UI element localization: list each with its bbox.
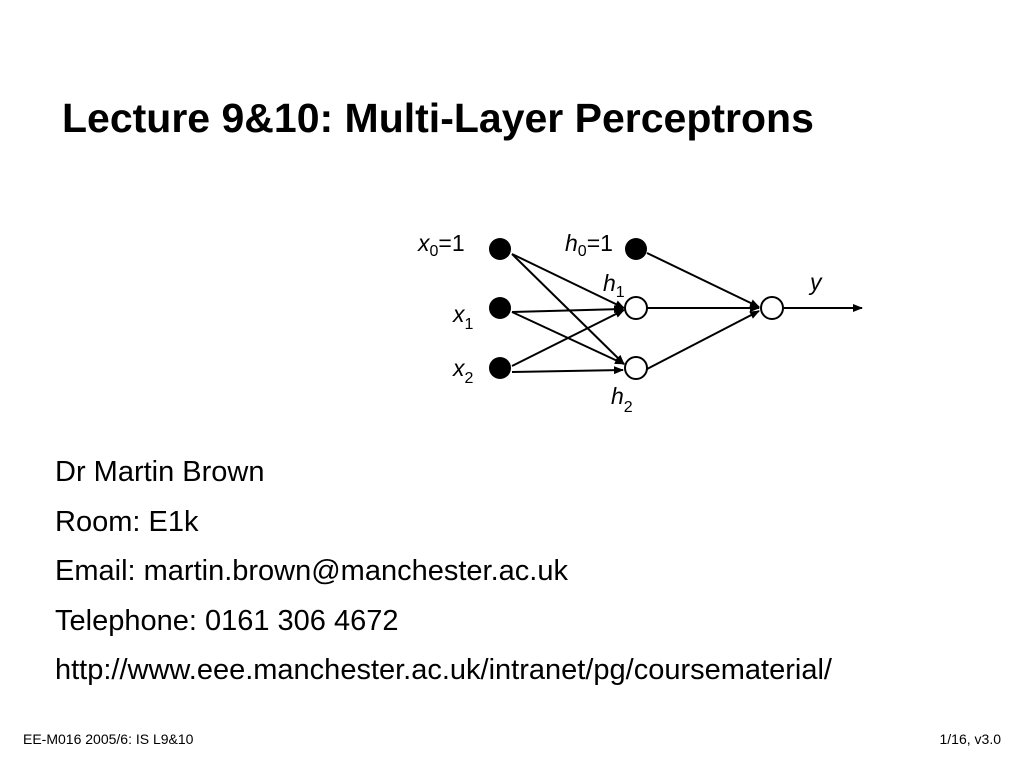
label-h1: h1 bbox=[603, 270, 625, 301]
label-y: y bbox=[808, 269, 823, 295]
label-x1: x1 bbox=[452, 301, 474, 333]
label-h0: h0=1 bbox=[565, 230, 613, 260]
neuron-h1 bbox=[624, 296, 648, 320]
footer-course-code: EE-M016 2005/6: IS L9&10 bbox=[23, 731, 194, 747]
telephone-info: Telephone: 0161 306 4672 bbox=[55, 604, 399, 637]
input-to-hidden-connections bbox=[511, 253, 625, 375]
neuron-h2 bbox=[624, 356, 648, 380]
mlp-network-diagram: x0=1 x1 x2 h0=1 h1 h2 y bbox=[417, 230, 863, 416]
edge-x2-h2 bbox=[511, 366, 624, 375]
neuron-x1 bbox=[489, 297, 511, 319]
course-url: http://www.eee.manchester.ac.uk/intranet… bbox=[55, 654, 832, 686]
output-layer bbox=[760, 296, 784, 320]
label-h2: h2 bbox=[611, 383, 633, 416]
edge-h0-y bbox=[646, 252, 760, 308]
edge-x1-h1 bbox=[511, 305, 624, 314]
edge-x0-h2 bbox=[511, 253, 625, 365]
footer-page-number: 1/16, v3.0 bbox=[939, 731, 1002, 747]
edge-x0-h1 bbox=[511, 253, 625, 309]
slide-title: Lecture 9&10: Multi-Layer Perceptrons bbox=[62, 95, 814, 141]
input-layer bbox=[489, 238, 511, 379]
neuron-x0-bias bbox=[489, 238, 511, 260]
neuron-h0-bias bbox=[625, 238, 647, 260]
edge-x2-h1 bbox=[511, 309, 625, 367]
neuron-y bbox=[760, 296, 784, 320]
room-info: Room: E1k bbox=[55, 505, 199, 538]
neuron-x2 bbox=[489, 357, 511, 379]
hidden-to-output-connections bbox=[646, 252, 863, 370]
hidden-layer bbox=[624, 238, 648, 380]
label-x2: x2 bbox=[452, 355, 474, 387]
contact-details: Dr Martin Brown Room: E1k Email: martin.… bbox=[55, 448, 832, 696]
edge-h2-y bbox=[646, 310, 760, 370]
email-info: Email: martin.brown@manchester.ac.uk bbox=[55, 555, 568, 587]
lecturer-name: Dr Martin Brown bbox=[55, 456, 265, 488]
label-x0: x0=1 bbox=[417, 230, 465, 260]
